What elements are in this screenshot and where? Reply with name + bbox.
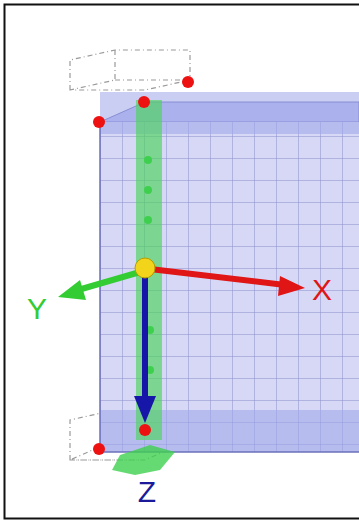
node-point [93, 76, 194, 455]
axis-label-x: X [312, 275, 332, 305]
axis-label-z: Z [138, 477, 156, 507]
frame [5, 5, 359, 519]
axis-triad [58, 258, 305, 423]
support-base [112, 445, 175, 475]
axis-label-y: Y [27, 294, 47, 324]
